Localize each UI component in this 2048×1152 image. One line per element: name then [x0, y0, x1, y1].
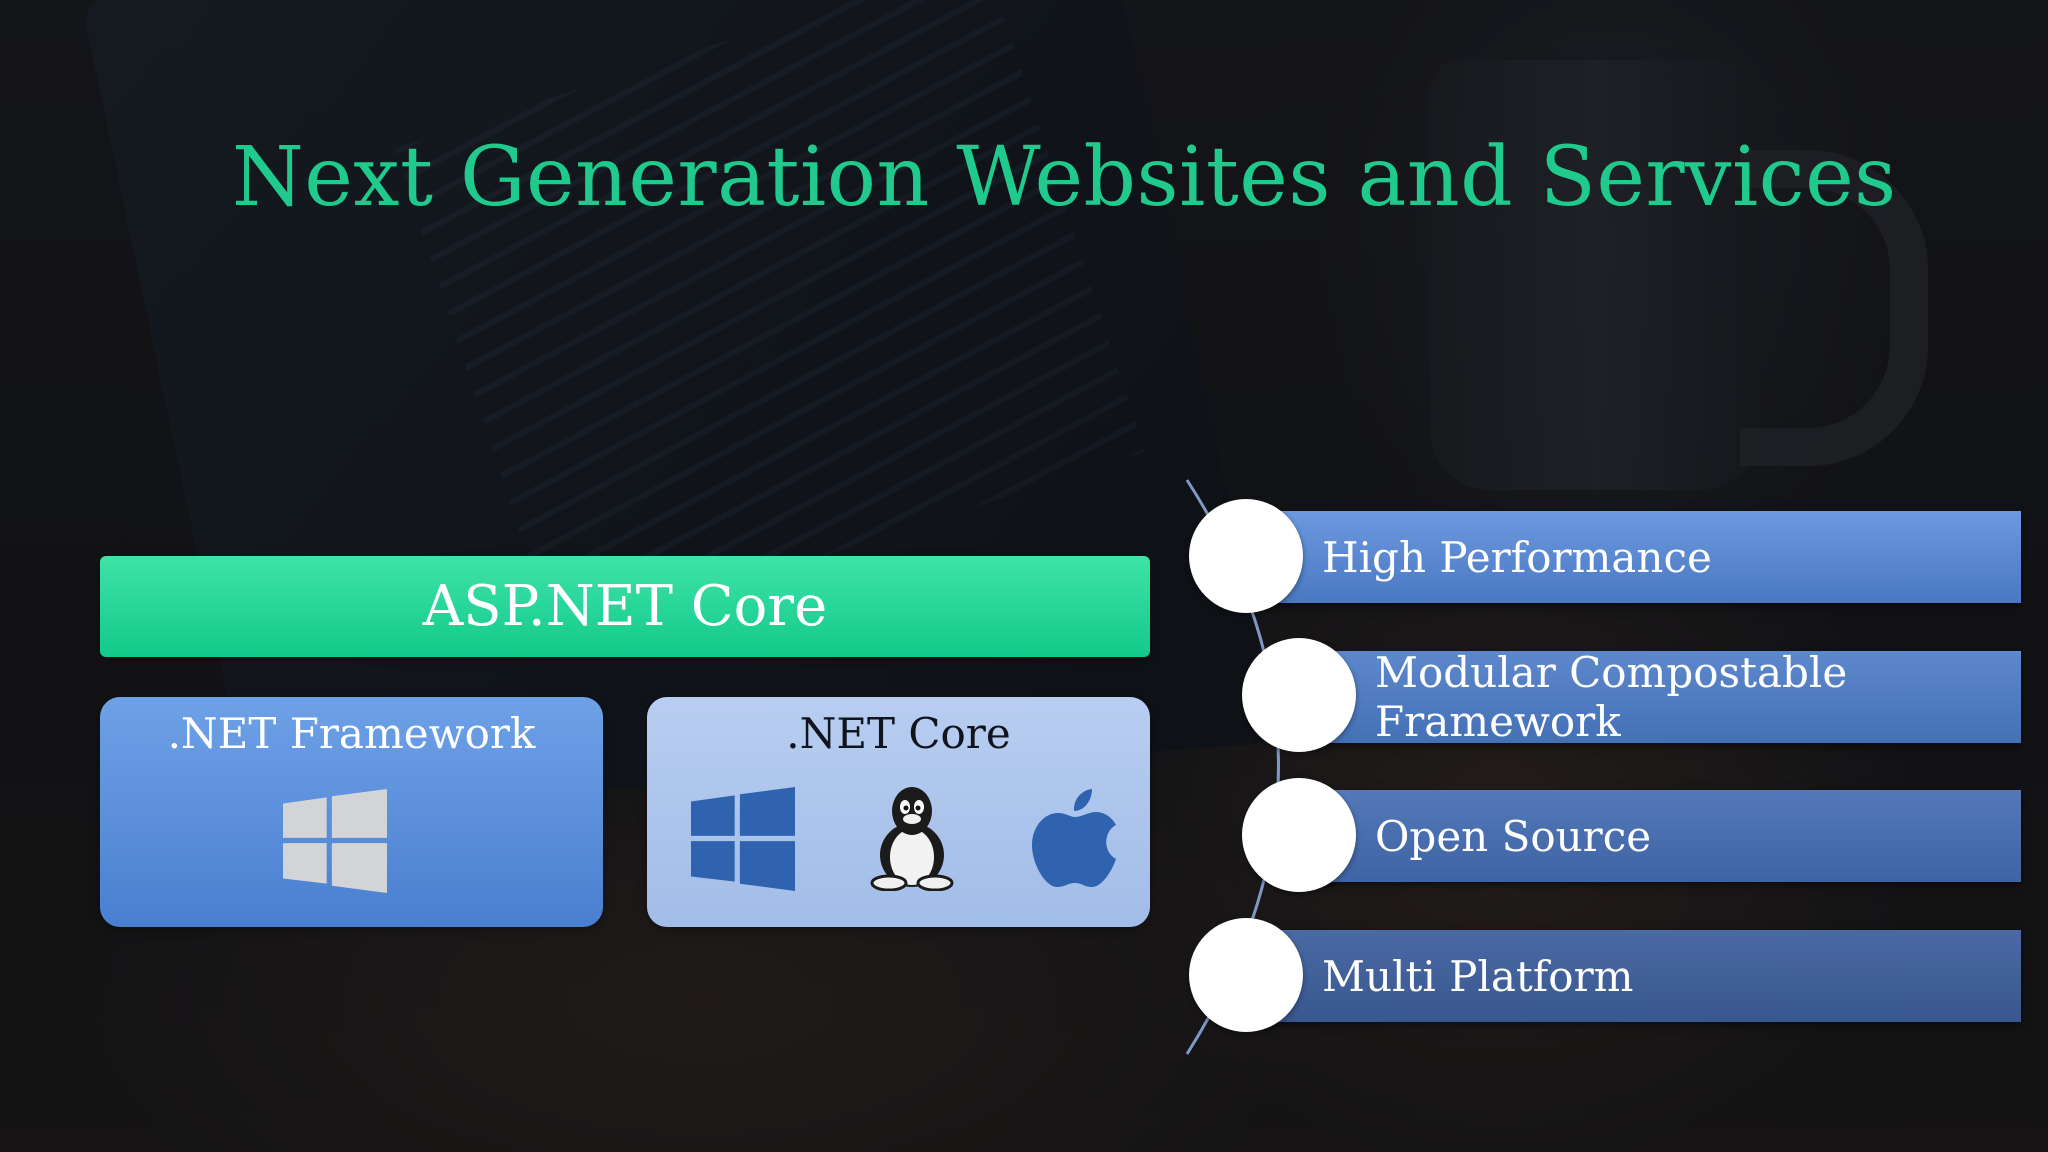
- feature-bar-modular-framework: Modular Compostable Framework: [1321, 651, 2021, 743]
- net-core-label: .NET Core: [647, 709, 1150, 758]
- slide-title: Next Generation Websites and Services: [232, 130, 1792, 225]
- apple-icon: [1032, 785, 1118, 889]
- linux-tux-icon: [867, 785, 957, 891]
- net-framework-label: .NET Framework: [100, 709, 603, 758]
- feature-label: Multi Platform: [1322, 952, 1634, 1001]
- feature-circle: [1189, 499, 1303, 613]
- feature-circle: [1242, 638, 1356, 752]
- feature-label: Modular Compostable Framework: [1375, 648, 2021, 746]
- net-core-box: .NET Core: [647, 697, 1150, 927]
- feature-bar-high-performance: High Performance: [1268, 511, 2021, 603]
- aspnet-core-bar: ASP.NET Core: [100, 556, 1150, 657]
- windows-icon: [283, 789, 387, 893]
- feature-label: Open Source: [1375, 812, 1651, 861]
- feature-circle: [1189, 918, 1303, 1032]
- net-framework-box: .NET Framework: [100, 697, 603, 927]
- feature-bar-multi-platform: Multi Platform: [1268, 930, 2021, 1022]
- feature-label: High Performance: [1322, 533, 1712, 582]
- feature-circle: [1242, 778, 1356, 892]
- windows-icon: [691, 787, 795, 891]
- aspnet-core-label: ASP.NET Core: [423, 574, 827, 639]
- feature-bar-open-source: Open Source: [1321, 790, 2021, 882]
